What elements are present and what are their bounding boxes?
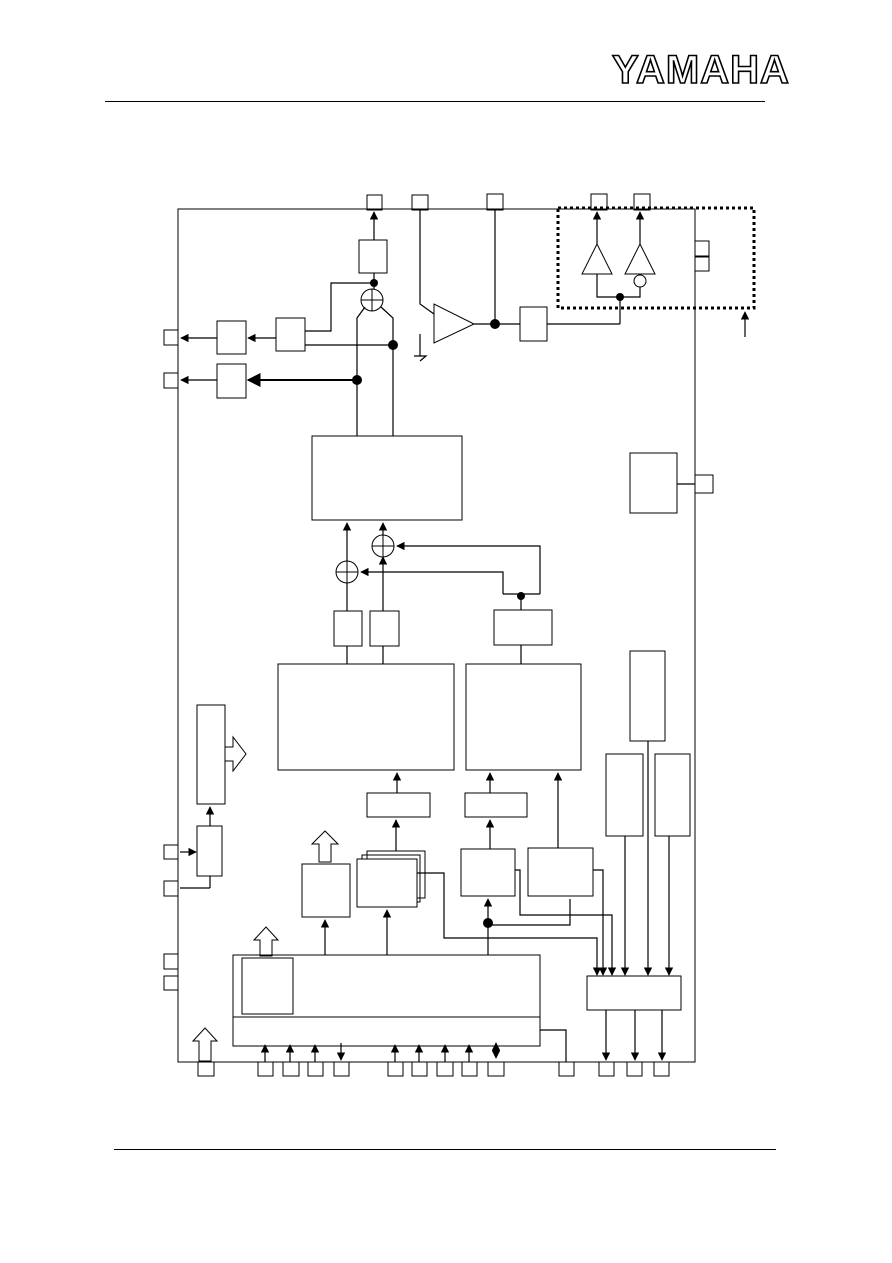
pin-bottom <box>461 1061 478 1077</box>
pin-left-3 <box>163 844 179 860</box>
block-small-r <box>369 610 400 647</box>
pin-top-4 <box>590 193 608 211</box>
block-small-l <box>333 610 363 647</box>
pin-bottom <box>626 1061 643 1077</box>
block-generator-2 <box>465 663 582 771</box>
junction-dot <box>483 918 493 928</box>
hollow-arrow-up-2 <box>252 926 280 957</box>
junction-dot <box>517 592 525 600</box>
pin-top-2 <box>411 194 429 211</box>
block-generator-1 <box>277 663 455 771</box>
block-right-2 <box>654 753 691 837</box>
block-stack-front <box>356 858 418 908</box>
pin-right-2 <box>694 256 710 272</box>
pin-bottom <box>307 1061 324 1077</box>
block-interface-bus <box>232 1016 541 1047</box>
inverter-bubble <box>633 274 647 288</box>
pin-left-2 <box>163 372 179 389</box>
block-small-w <box>493 609 553 646</box>
block-mid-1 <box>460 848 516 897</box>
pin-bottom <box>653 1061 670 1077</box>
hollow-arrow-right <box>224 735 247 773</box>
pin-top-1 <box>366 194 383 211</box>
block-left-tall <box>196 704 226 805</box>
buffer-2 <box>624 242 656 275</box>
block-flat-1 <box>366 792 431 818</box>
pin-left-4 <box>163 880 179 897</box>
block-a <box>275 317 306 352</box>
pin-left-6 <box>163 975 179 991</box>
block-mid-2 <box>527 847 594 897</box>
hollow-arrow-up-3 <box>191 1027 219 1062</box>
pin-bottom <box>598 1061 615 1077</box>
pin-left-5 <box>163 953 179 970</box>
junction-dot <box>388 340 398 350</box>
block-flat-2 <box>464 792 528 818</box>
block-interface-sub <box>241 957 294 1015</box>
pin-bottom <box>333 1061 350 1077</box>
pin-top-3 <box>486 193 504 211</box>
block-right-1 <box>605 753 644 837</box>
pin-bottom <box>282 1061 300 1077</box>
junction-dot <box>490 319 500 329</box>
yamaha-logo: YAMAHA <box>611 47 790 93</box>
block-left-short <box>196 825 223 877</box>
block-c <box>216 363 247 399</box>
block-right-small <box>629 452 678 514</box>
pin-left-1 <box>163 329 179 346</box>
buffer-1 <box>581 242 613 275</box>
output-section-dotted <box>556 206 756 310</box>
chip-outline <box>177 208 696 1063</box>
block-top-out <box>358 239 388 274</box>
block-right-mux <box>586 975 682 1011</box>
block-mid-left <box>301 863 351 918</box>
junction-dot <box>370 279 378 287</box>
block-mixer <box>311 435 463 521</box>
pin-top-5 <box>633 193 651 211</box>
pin-bottom <box>411 1061 428 1077</box>
pin-bottom <box>387 1061 404 1077</box>
pin-bottom <box>436 1061 454 1077</box>
block-amp-out <box>519 306 548 342</box>
pin-bottom <box>487 1061 505 1077</box>
block-interface <box>232 954 541 1018</box>
pin-bottom <box>257 1061 274 1077</box>
block-b <box>216 320 247 355</box>
pin-right-1 <box>694 240 710 257</box>
pin-bottom <box>558 1061 575 1077</box>
opamp <box>433 303 476 344</box>
junction-dot <box>616 293 624 301</box>
footer-rule <box>114 1149 776 1150</box>
block-right-tall <box>629 650 666 742</box>
pin-right-3 <box>694 474 714 494</box>
pin-bottom <box>197 1061 215 1077</box>
hollow-arrow-up-1 <box>310 830 340 863</box>
junction-dot <box>352 375 362 385</box>
header-rule <box>105 101 765 102</box>
